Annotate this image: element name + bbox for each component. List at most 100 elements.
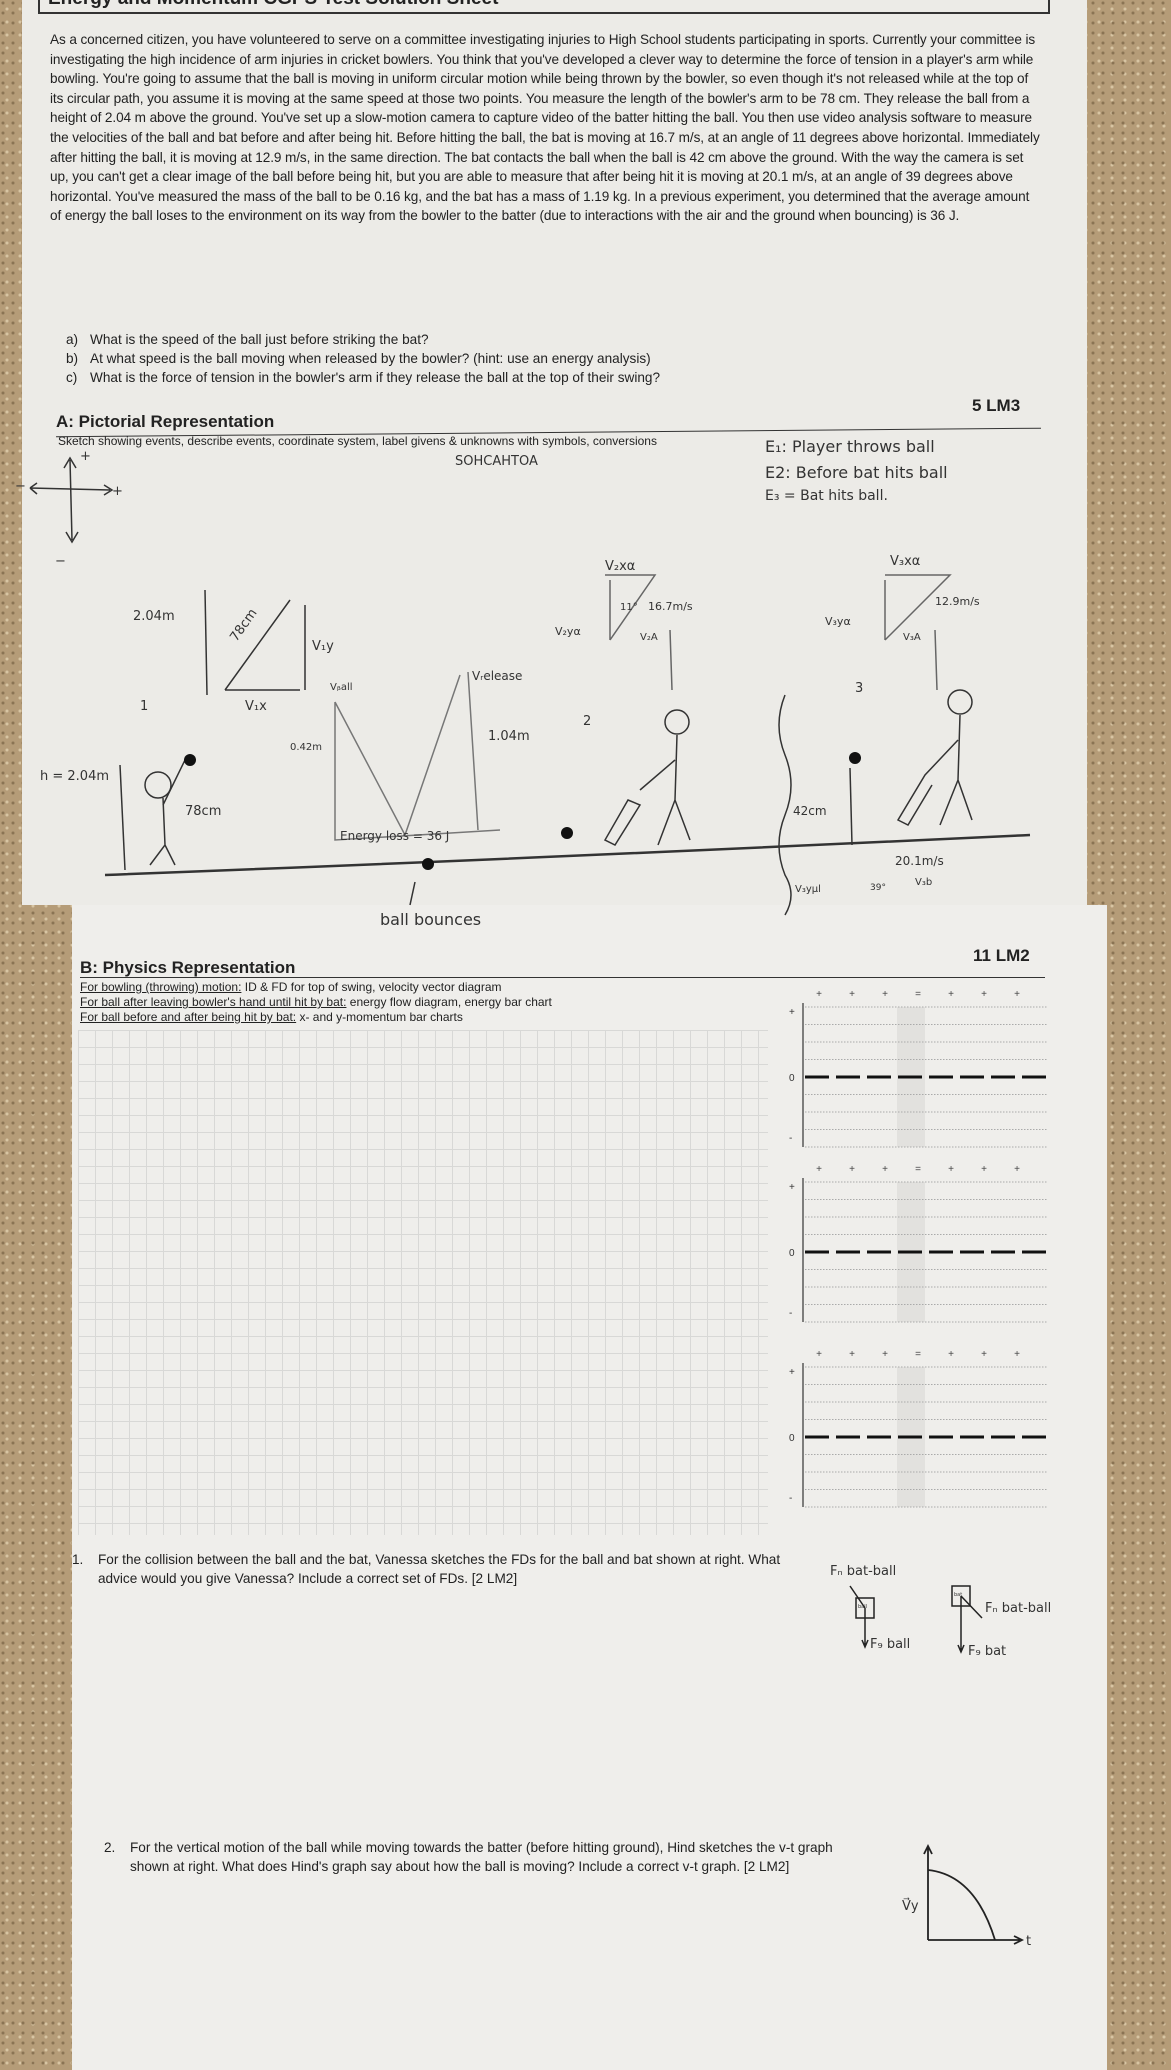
question-2-text: For the vertical motion of the ball whil… bbox=[130, 1840, 833, 1874]
vanessa-fds: Fₙ bat-ball F₉ ball Fₙ bat-ball F₉ bat b… bbox=[830, 1564, 1051, 1659]
label-1-04m: 1.04m bbox=[488, 729, 530, 744]
velocity-triangle-2 bbox=[605, 574, 673, 691]
label-v1x: V₁x bbox=[245, 699, 267, 714]
chart-header-symbol: + bbox=[882, 1164, 888, 1175]
label-energy-loss: Energy loss = 36 J bbox=[340, 829, 449, 843]
batter-2-figure bbox=[603, 734, 691, 846]
chart-header-symbol: + bbox=[816, 1349, 822, 1360]
event-1-marker: 1 bbox=[140, 699, 148, 714]
velocity-triangle-1 bbox=[224, 599, 306, 691]
bar-chart-1[interactable]: +++=++++0- bbox=[785, 985, 1055, 1155]
instruction-3: For ball before and after being hit by b… bbox=[80, 1010, 463, 1024]
vt-curve bbox=[927, 1869, 996, 1941]
chart-axis-label: + bbox=[789, 1182, 795, 1193]
chart-header-symbol: = bbox=[915, 1164, 921, 1175]
bar-chart-2[interactable]: +++=++++0- bbox=[785, 1160, 1055, 1330]
chart-header-symbol: + bbox=[816, 1164, 822, 1175]
work-grid[interactable] bbox=[78, 1030, 768, 1535]
chart-header-symbol: + bbox=[1014, 1349, 1020, 1360]
bowler-figure bbox=[149, 759, 186, 866]
chart-axis-label: - bbox=[789, 1308, 792, 1319]
velocity-triangle-3 bbox=[884, 574, 952, 691]
ball-bounce bbox=[422, 858, 434, 870]
problem-statement: As a concerned citizen, you have volunte… bbox=[50, 32, 1040, 224]
question-a: a)What is the speed of the ball just bef… bbox=[66, 332, 429, 347]
label-11-deg: 11° bbox=[620, 602, 638, 613]
label-78cm: 78cm bbox=[227, 606, 260, 644]
section-b-divider bbox=[80, 977, 1045, 978]
section-b-instructions: For bowling (throwing) motion: ID & FD f… bbox=[80, 980, 552, 1025]
label-v2y: V₂yα bbox=[555, 625, 581, 638]
label-ball-bounces: ball bounces bbox=[380, 910, 481, 929]
axis-minus-y: − bbox=[55, 554, 66, 569]
ball-contact bbox=[849, 752, 861, 764]
chart-axis-label: + bbox=[789, 1007, 795, 1018]
chart-header-symbol: + bbox=[981, 1349, 987, 1360]
chart-axis-label: 0 bbox=[789, 1248, 795, 1259]
chart-header-symbol: + bbox=[816, 989, 822, 1000]
question-2: 2. For the vertical motion of the ball w… bbox=[104, 1838, 870, 1876]
chart-header-symbol: + bbox=[948, 989, 954, 1000]
event-1-label: E₁: Player throws ball bbox=[765, 440, 935, 456]
document-title: Energy and Momentum CGPS Test Solution S… bbox=[38, 0, 1050, 14]
label-42cm: 42cm bbox=[793, 804, 827, 818]
label-v2a: V₂A bbox=[640, 632, 658, 643]
page-1 bbox=[22, 0, 1087, 905]
release-height-arrow bbox=[119, 764, 126, 871]
chart-header-symbol: = bbox=[915, 1349, 921, 1360]
label-vball: Vᵦall bbox=[330, 682, 353, 693]
label-v3y: V₃yα bbox=[825, 615, 851, 628]
event-3-label: E₃ = Bat hits ball. bbox=[765, 488, 888, 504]
bar-chart-3[interactable]: +++=++++0- bbox=[785, 1345, 1055, 1515]
bounce-arrow bbox=[409, 881, 416, 906]
hind-vt-graph: V⃗y t bbox=[902, 1843, 1031, 1949]
chart-header-symbol: + bbox=[948, 1164, 954, 1175]
event-3-marker: 3 bbox=[855, 681, 863, 696]
question-1: 1. For the collision between the ball an… bbox=[72, 1550, 798, 1588]
ball-fd-arrows bbox=[849, 1585, 869, 1649]
ball-incoming bbox=[561, 827, 573, 839]
question-1-number: 1. bbox=[72, 1552, 84, 1567]
chart-header-symbol: = bbox=[915, 989, 921, 1000]
chart-header-symbol: + bbox=[981, 989, 987, 1000]
section-a-title: A: Pictorial Representation bbox=[56, 412, 275, 431]
label-16-7ms: 16.7m/s bbox=[648, 600, 693, 613]
label-39-deg: 39° bbox=[870, 883, 886, 893]
chart-header-symbol: + bbox=[882, 1349, 888, 1360]
batter-2-head bbox=[664, 709, 690, 735]
vy-axis bbox=[923, 1843, 933, 1940]
section-a-marks: 5 LM3 bbox=[972, 396, 1021, 415]
chart-axis-label: + bbox=[789, 1367, 795, 1378]
t-axis bbox=[928, 1935, 1025, 1945]
scene-divider bbox=[778, 694, 792, 916]
label-0-42m: 0.42m bbox=[290, 742, 322, 753]
question-b: b)At what speed is the ball moving when … bbox=[66, 351, 651, 366]
chart-axis-label: 0 bbox=[789, 1433, 795, 1444]
label-v2x: V₂xα bbox=[605, 559, 635, 574]
section-a-instructions: Sketch showing events, describe events, … bbox=[58, 434, 657, 448]
ball-release bbox=[184, 754, 196, 766]
bat-gravity-label: F₉ bat bbox=[968, 1644, 1006, 1659]
label-2-04m: 2.04m bbox=[133, 609, 175, 624]
bat-box-label: bat bbox=[954, 1592, 962, 1598]
ground-line bbox=[104, 833, 1031, 877]
chart-axis-label: - bbox=[789, 1493, 792, 1504]
instruction-2: For ball after leaving bowler's hand unt… bbox=[80, 995, 552, 1009]
chart-header-symbol: + bbox=[849, 1164, 855, 1175]
chart-axis-label: 0 bbox=[789, 1073, 795, 1084]
ball-gravity-label: F₉ ball bbox=[870, 1637, 910, 1652]
chart-header-symbol: + bbox=[1014, 1164, 1020, 1175]
label-h-2-04m: h = 2.04m bbox=[40, 769, 109, 784]
chart-header-symbol: + bbox=[849, 1349, 855, 1360]
section-b-title: B: Physics Representation bbox=[80, 958, 296, 977]
chart-header-symbol: + bbox=[849, 989, 855, 1000]
bowler-head bbox=[144, 771, 172, 799]
label-vrelease: Vᵣelease bbox=[472, 669, 522, 683]
bat-fd-arrows bbox=[957, 1595, 983, 1654]
label-20-1ms: 20.1m/s bbox=[895, 854, 944, 868]
question-c: c)What is the force of tension in the bo… bbox=[66, 370, 661, 385]
chart-header-symbol: + bbox=[1014, 989, 1020, 1000]
axis-plus-x: + bbox=[112, 484, 123, 499]
y-axis-arrow bbox=[63, 456, 79, 544]
batter-3-figure bbox=[896, 714, 973, 826]
